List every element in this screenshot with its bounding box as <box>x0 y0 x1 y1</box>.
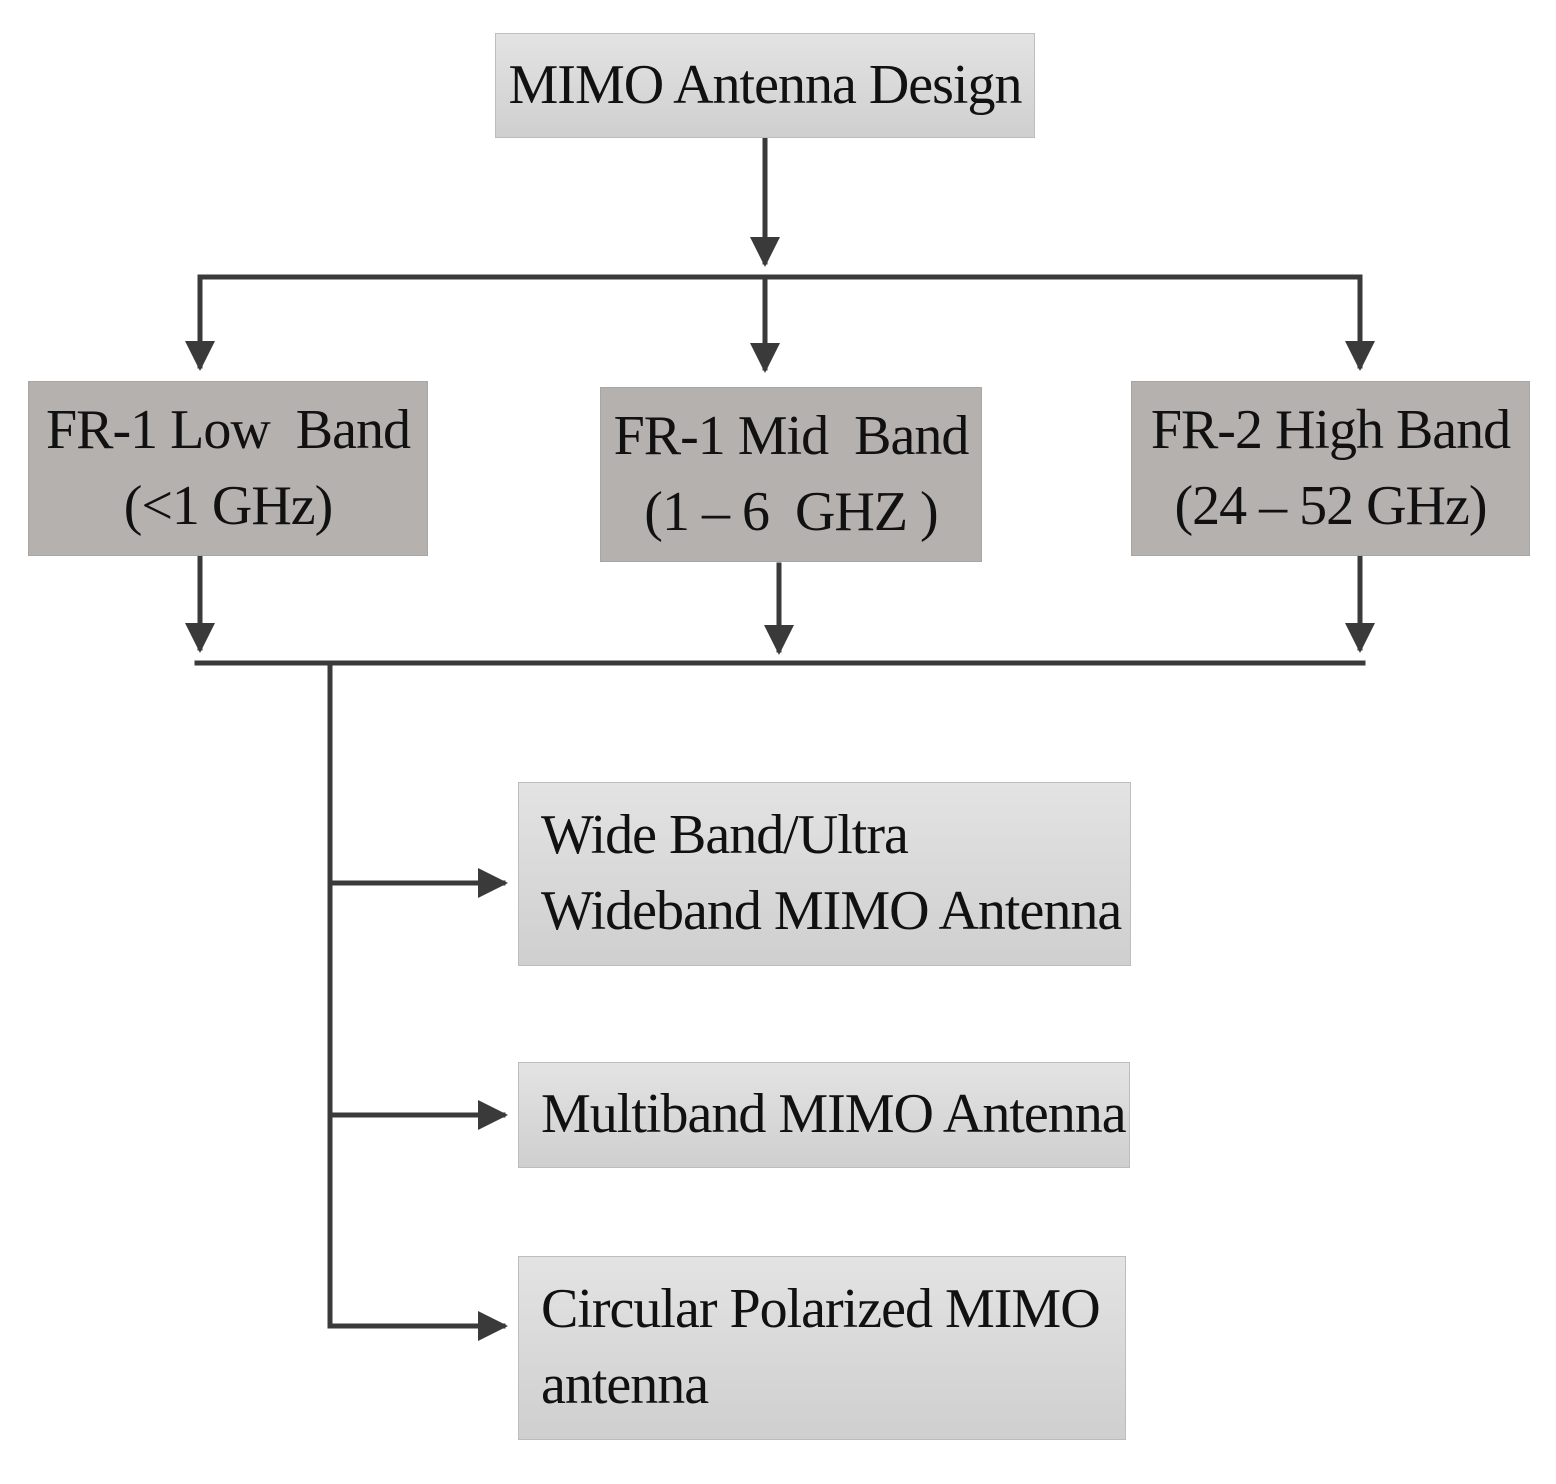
type-node-line: Multiband MIMO Antenna <box>541 1083 1127 1146</box>
band-node-range: (1 – 6 GHZ ) <box>644 480 938 543</box>
type-node-line: Wide Band/Ultra <box>541 804 909 867</box>
band-node-title: FR-1 Low Band <box>46 398 411 461</box>
type-node-circular-polarized: Circular Polarized MIMO antenna <box>518 1256 1126 1440</box>
root-node: MIMO Antenna Design <box>495 33 1035 138</box>
type-node-wideband: Wide Band/Ultra Wideband MIMO Antenna <box>518 782 1131 966</box>
band-node-fr1-mid: FR-1 Mid Band (1 – 6 GHZ ) <box>600 387 982 562</box>
root-node-label: MIMO Antenna Design <box>508 53 1023 116</box>
band-node-title: FR-1 Mid Band <box>613 404 970 467</box>
type-node-line: antenna <box>541 1354 709 1416</box>
band-node-fr2-high: FR-2 High Band (24 – 52 GHz) <box>1131 381 1530 556</box>
band-node-fr1-low: FR-1 Low Band (<1 GHz) <box>28 381 428 556</box>
band-node-range: (<1 GHz) <box>123 474 334 537</box>
band-node-range: (24 – 52 GHz) <box>1174 474 1487 537</box>
type-node-multiband: Multiband MIMO Antenna <box>518 1062 1130 1168</box>
type-node-line: Wideband MIMO Antenna <box>541 880 1122 942</box>
band-node-title: FR-2 High Band <box>1150 398 1511 461</box>
type-node-line: Circular Polarized MIMO <box>541 1278 1101 1341</box>
